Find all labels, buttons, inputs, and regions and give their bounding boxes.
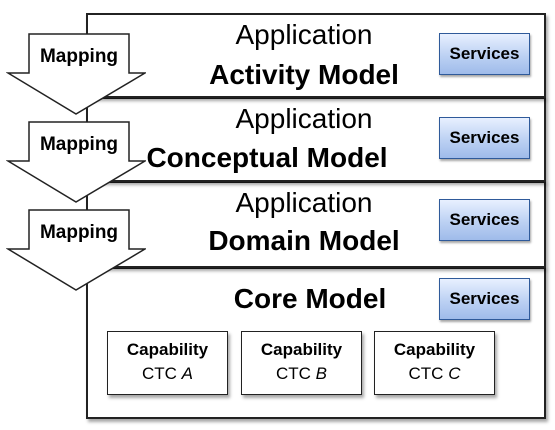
capability-ctc-a: Capability CTC A	[107, 331, 228, 395]
mapping-arrow-2: Mapping	[6, 121, 146, 237]
down-arrow-icon	[6, 121, 146, 203]
mapping-label: Mapping	[39, 222, 119, 243]
activity-model-title-top: Application	[235, 19, 373, 50]
mapping-label: Mapping	[39, 46, 119, 67]
capability-title: Capability	[260, 340, 343, 359]
mapping-arrow-1: Mapping	[6, 33, 146, 149]
capability-ctc-label: CTC C	[408, 364, 461, 383]
capability-title: Capability	[393, 340, 476, 359]
capability-ctc-b: Capability CTC B	[241, 331, 362, 395]
conceptual-model-title-top: Application	[235, 103, 373, 134]
conceptual-model-title: Conceptual Model	[146, 142, 388, 173]
conceptual-model-layer: Application Conceptual Model Services	[86, 97, 546, 182]
down-arrow-icon	[6, 33, 146, 115]
activity-model-title: Activity Model	[209, 59, 399, 90]
capability-title: Capability	[126, 340, 209, 359]
down-arrow-icon	[6, 209, 146, 291]
domain-services-button[interactable]: Services	[439, 199, 530, 241]
core-services-button[interactable]: Services	[439, 278, 530, 320]
capability-ctc-c: Capability CTC C	[374, 331, 495, 395]
activity-services-button[interactable]: Services	[439, 33, 530, 75]
core-model-title: Core Model	[233, 283, 387, 314]
mapping-label: Mapping	[39, 134, 119, 155]
capability-ctc-label: CTC B	[275, 364, 328, 383]
mapping-arrow-3: Mapping	[6, 209, 146, 325]
domain-model-title: Domain Model	[208, 225, 400, 256]
activity-model-layer: Application Activity Model Services	[86, 13, 546, 98]
core-model-layer: Core Model Services Capability CTC A Cap…	[86, 267, 546, 419]
domain-model-title-top: Application	[235, 187, 373, 218]
capability-ctc-label: CTC A	[141, 364, 194, 383]
conceptual-services-button[interactable]: Services	[439, 117, 530, 159]
domain-model-layer: Application Domain Model Services	[86, 181, 546, 268]
